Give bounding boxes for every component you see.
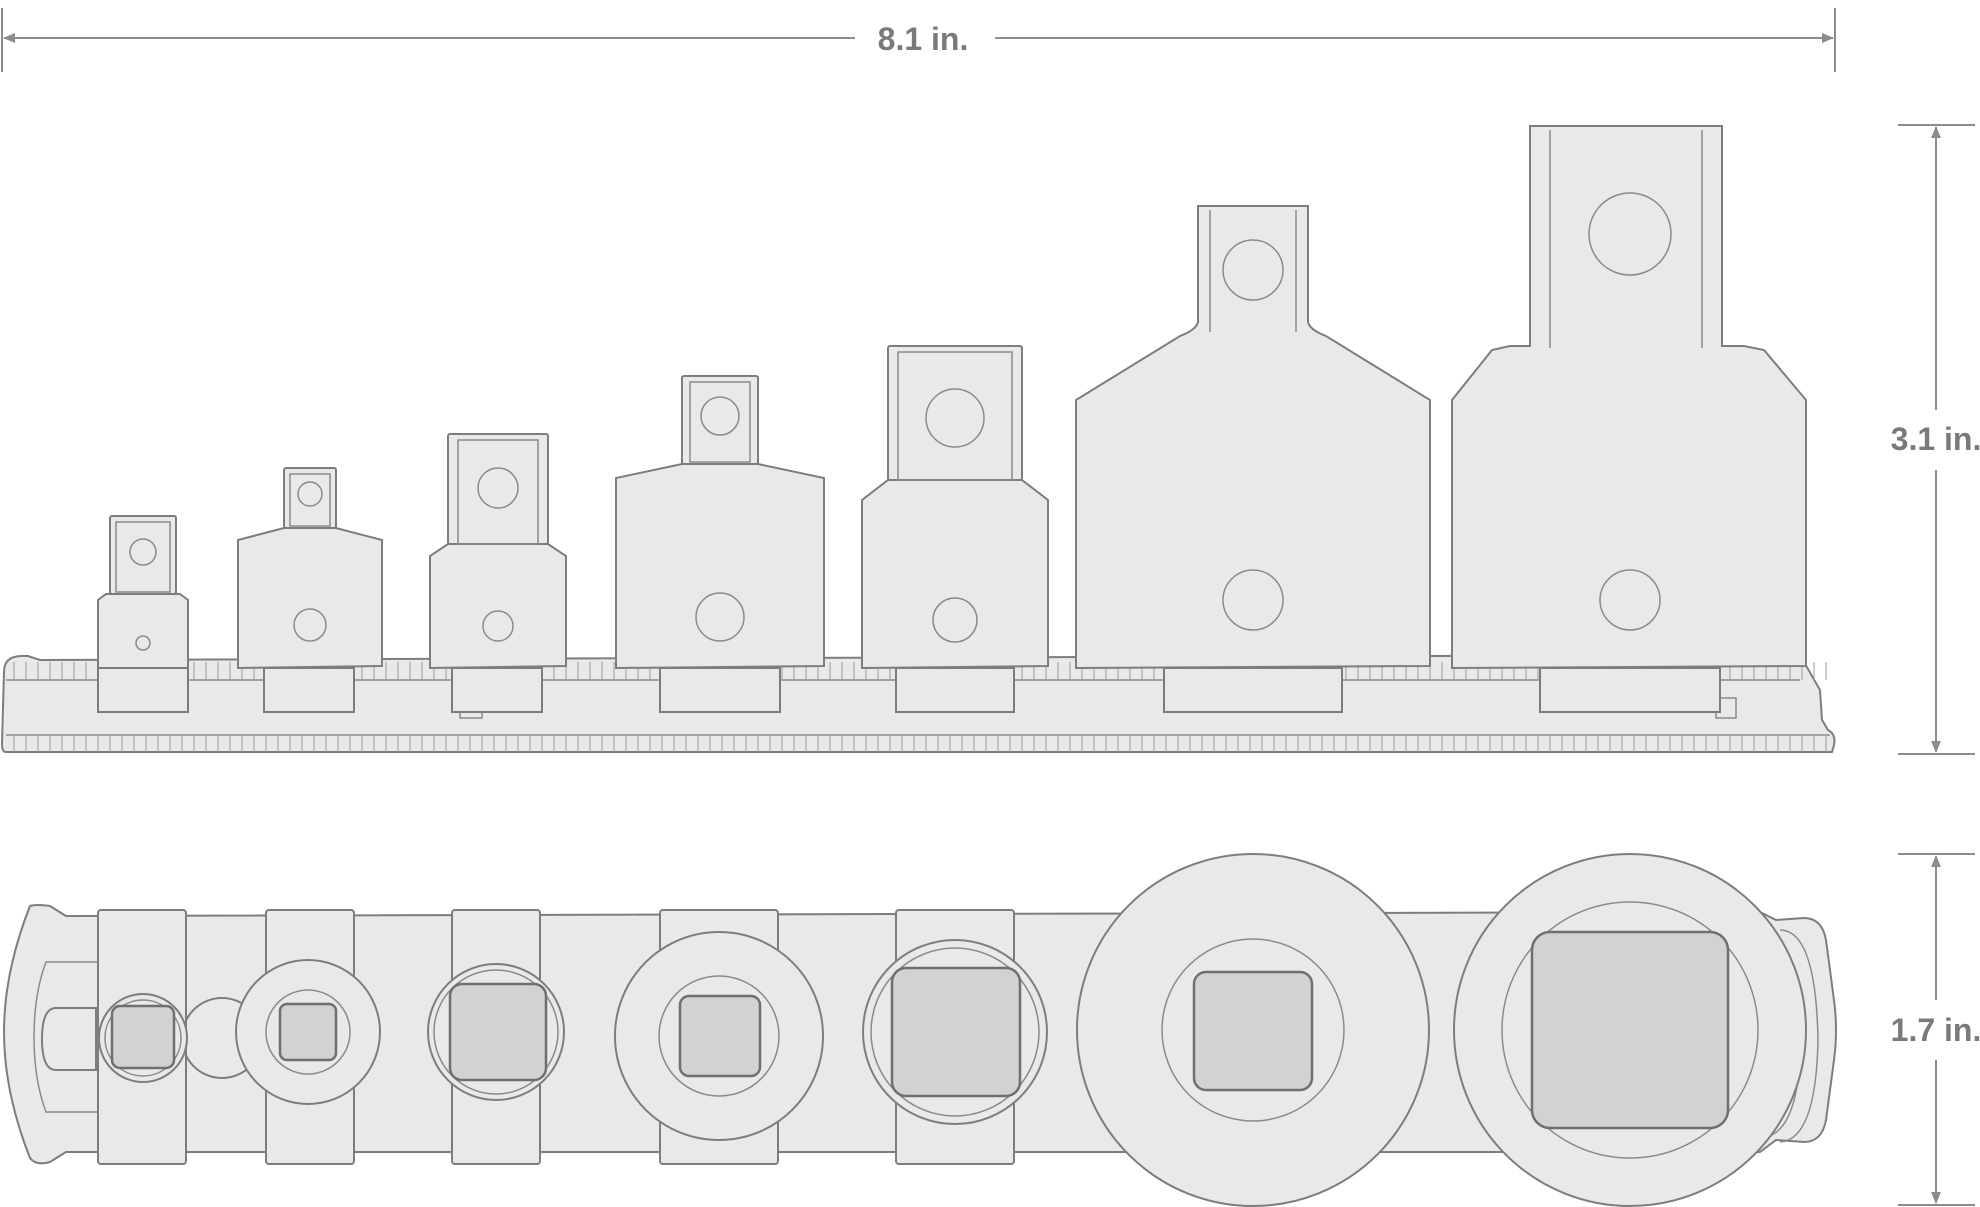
square-drive-5 [890,966,1022,1098]
side-view [0,125,1836,753]
side-adapter-1 [97,515,189,713]
square-drive-7 [1530,930,1730,1130]
side-adapter-7 [1451,125,1807,713]
side-adapter-3 [429,433,567,713]
top-view [2,853,1837,1207]
side-adapter-2 [237,467,383,713]
side-adapter-4 [615,375,825,713]
top-adapter-1 [98,993,188,1083]
height-label: 3.1 in. [1891,421,1980,457]
top-adapter-5 [862,939,1048,1125]
top-adapter-4 [614,931,824,1141]
top-adapter-7 [1453,853,1807,1207]
height-dimension: 3.1 in. [1891,124,1980,755]
square-drive-6 [1192,970,1314,1092]
top-adapter-6 [1076,853,1430,1207]
depth-label: 1.7 in. [1891,1012,1980,1048]
square-drive-1 [110,1004,176,1070]
side-adapter-6 [1075,205,1431,713]
top-adapter-2 [235,959,381,1105]
depth-dimension: 1.7 in. [1891,853,1980,1206]
square-drive-3 [448,982,548,1082]
top-adapter-3 [427,963,565,1101]
side-adapter-5 [861,345,1049,713]
width-dimension: 8.1 in. [1,8,1836,72]
square-drive-2 [278,1002,338,1062]
width-label: 8.1 in. [878,21,969,57]
square-drive-4 [678,994,762,1078]
